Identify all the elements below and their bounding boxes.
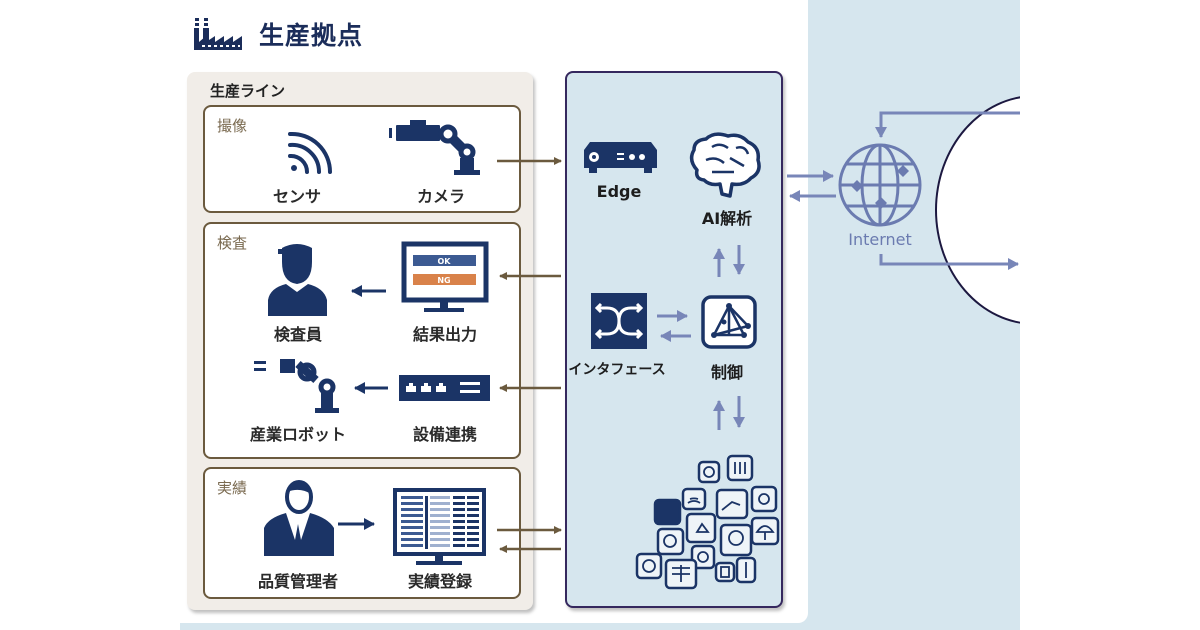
label-camera: カメラ [416, 187, 466, 206]
globe-icon [838, 143, 922, 227]
brain-icon [689, 132, 761, 198]
robot-camera-icon [389, 120, 480, 175]
site-title-text: 生産拠点 [259, 21, 364, 50]
control-icon [701, 295, 757, 349]
label-sensor: センサ [272, 187, 322, 206]
spreadsheet-monitor-icon [393, 488, 486, 565]
label-quality-manager: 品質管理者 [257, 572, 339, 591]
industrial-robot-icon [254, 359, 339, 413]
monitor-ok-ng-icon: OK NG [401, 241, 489, 312]
group-label-inspection: 検査 [217, 234, 248, 252]
label-internet: Internet [848, 230, 912, 249]
arrow-internet-to-cloud [879, 254, 1019, 270]
label-inspector: 検査員 [273, 325, 323, 344]
inspector-icon [268, 244, 327, 316]
label-result-registration: 実績登録 [407, 572, 473, 591]
label-equipment-link: 設備連携 [412, 425, 478, 444]
production-line-title: 生産ライン [210, 82, 286, 100]
ng-text: NG [437, 276, 450, 285]
label-control: 制御 [710, 363, 744, 382]
group-label-imaging: 撮像 [217, 117, 248, 135]
manager-icon [264, 480, 334, 556]
ok-text: OK [438, 257, 452, 266]
network-switch-icon [399, 375, 490, 401]
iot-devices-icon [635, 454, 780, 590]
right-margin [1020, 0, 1200, 630]
label-result-output: 結果出力 [412, 325, 478, 344]
label-industrial-robot: 産業ロボット [249, 425, 347, 444]
wifi-sensor-icon [288, 131, 333, 174]
edge-device-icon [584, 142, 657, 173]
interface-switch-icon [591, 293, 647, 349]
arrow-cloud-to-internet [875, 111, 1020, 138]
factory-icon [194, 18, 242, 50]
iot-glyphs [642, 462, 775, 582]
label-interface: インタフェース [568, 362, 666, 378]
label-ai-analysis: AI解析 [701, 209, 753, 228]
label-edge: Edge [596, 182, 642, 201]
site-title: 生産拠点 [193, 16, 363, 52]
group-label-results: 実績 [217, 479, 248, 497]
